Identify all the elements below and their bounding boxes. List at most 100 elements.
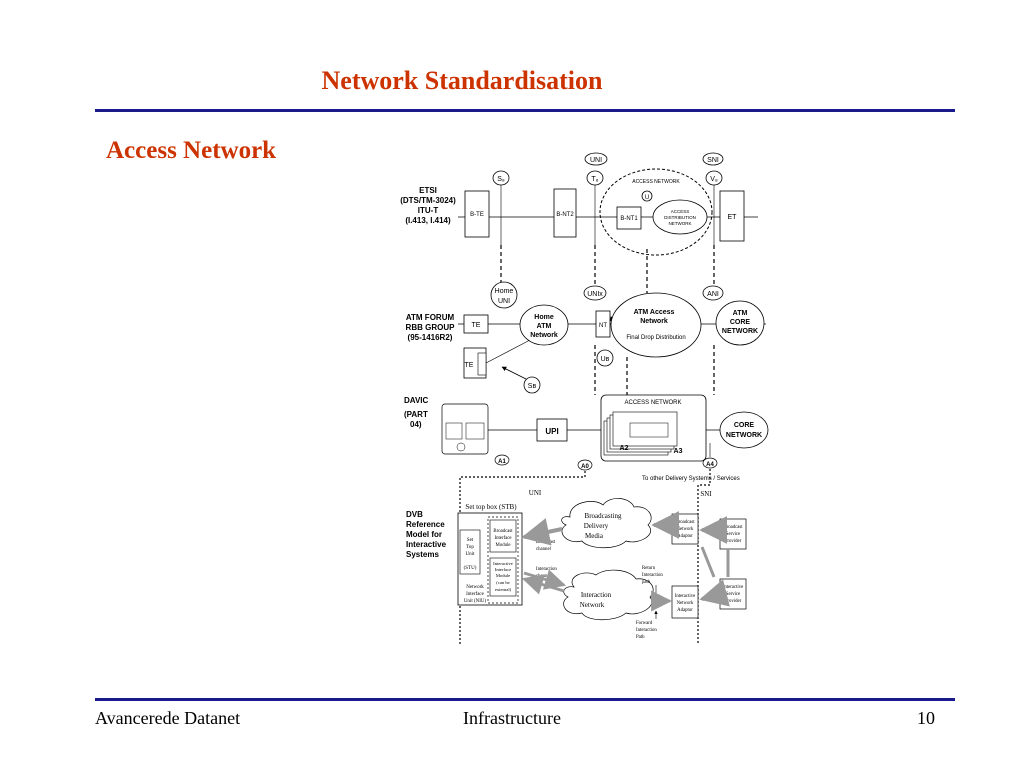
bim-1: Broadcast xyxy=(493,529,513,534)
footer-course-name: Avancerede Datanet xyxy=(95,708,241,728)
et-label: ET xyxy=(728,214,738,221)
stu-2: Top xyxy=(466,545,474,550)
atm-core-network-oval xyxy=(715,300,765,346)
uni-top-label: UNI xyxy=(590,157,602,164)
davic-core-1: CORE xyxy=(734,422,755,429)
upi-label: UPI xyxy=(545,427,558,436)
broadcasting-media-cloud xyxy=(561,498,652,549)
to-other-label: To other Delivery Systems / Services xyxy=(642,476,740,482)
bna-2: Network xyxy=(677,527,694,532)
iim-2: Interface xyxy=(495,567,511,572)
isp-1: Interactive xyxy=(723,585,744,590)
davic-stu-inner-2 xyxy=(465,422,485,440)
forward-path-3: Path xyxy=(636,635,645,640)
dvb-label-3: Model for xyxy=(406,530,442,539)
sb-arrow xyxy=(501,366,527,380)
b-nt2-label: B-NT2 xyxy=(556,212,574,218)
bim-2: Interface xyxy=(494,536,511,541)
home-uni-2: UNI xyxy=(498,298,510,305)
dvb-label-1: DVB xyxy=(406,510,423,519)
etsi-section: UNI SNI ETSI (DTS/TM-3024) ITU-T (I.413,… xyxy=(400,152,758,256)
u-oval xyxy=(641,190,653,202)
atm-core-2: CORE xyxy=(730,319,751,326)
bna-1: Broadcast xyxy=(675,520,695,525)
atm-core-1: ATM xyxy=(733,310,748,317)
upi-box xyxy=(536,418,568,442)
bim-3: Module xyxy=(496,543,511,548)
nt-box xyxy=(595,310,611,338)
home-atm-network-oval xyxy=(519,304,569,346)
davic-label-3: 04) xyxy=(410,420,422,429)
home-atm-1: Home xyxy=(534,314,554,321)
interface-dashed-lines-2 xyxy=(594,345,715,395)
return-path-3: path xyxy=(642,580,651,585)
uni-dotted-connector xyxy=(459,471,586,645)
unix-oval xyxy=(583,285,607,301)
isp-3: Provider xyxy=(725,599,742,604)
dvb-label-4: Interactive xyxy=(406,540,447,549)
stb-interaction-arrow-2 xyxy=(521,574,565,595)
ani-label: ANI xyxy=(707,291,719,298)
bottom-rule xyxy=(95,698,955,701)
a4-label: A4 xyxy=(706,462,714,468)
b-nt2-box xyxy=(553,188,577,238)
home-atm-3: Network xyxy=(530,332,558,339)
forward-path-2: Interaction xyxy=(636,628,657,633)
iim-5: external) xyxy=(495,587,512,592)
a1-oval xyxy=(494,454,510,466)
dvb-section: DVB Reference Model for Interactive Syst… xyxy=(406,489,747,640)
return-path-2: Interaction xyxy=(642,573,663,578)
unix-label: UNIx xyxy=(587,291,603,298)
broadcast-channel-2: channel xyxy=(536,547,552,552)
niu-dashed-box xyxy=(487,516,519,604)
etsi-label-3: ITU-T xyxy=(418,206,439,215)
broadcast-channel-1: Broadcast xyxy=(536,540,556,545)
davic-stu-box xyxy=(441,403,489,455)
forward-path-1: Forward xyxy=(636,621,653,626)
ina-2: Network xyxy=(677,601,694,606)
niu-1: Network xyxy=(466,585,484,590)
te2-link xyxy=(485,339,531,364)
a3-label: A3 xyxy=(674,448,683,455)
diagram-svg: UNI SNI ETSI (DTS/TM-3024) ITU-T (I.413,… xyxy=(400,152,769,645)
media-to-stb-arrow xyxy=(521,518,563,546)
interactive-interface-module-box xyxy=(489,557,517,597)
te-small-box xyxy=(477,352,487,376)
tb-label: T₈ xyxy=(591,176,598,183)
top-rule xyxy=(95,109,955,112)
davic-distribution-box xyxy=(629,422,669,438)
uni-oval xyxy=(584,152,608,166)
b-nt1-box xyxy=(616,206,642,230)
broadcast-interface-module-box xyxy=(489,519,517,553)
atm-forum-label-2: RBB GROUP xyxy=(406,323,456,332)
davic-label-1: DAVIC xyxy=(404,396,429,405)
sb-atm-label: Sʙ xyxy=(528,383,537,390)
dvb-uni-label: UNI xyxy=(529,489,542,497)
final-drop-label: Final Drop Distribution xyxy=(626,335,685,341)
bdm-1: Broadcasting xyxy=(585,512,622,520)
b-nt1-label: B-NT1 xyxy=(620,216,638,222)
access-network-dashed-oval xyxy=(599,168,713,256)
stb-label: Set top box (STB) xyxy=(465,503,517,511)
sni-oval xyxy=(702,152,724,166)
iim-4: (can be xyxy=(496,580,509,585)
u-label: U xyxy=(645,195,649,201)
atm-access-2: Network xyxy=(640,318,668,325)
davic-access-network-label: ACCESS NETWORK xyxy=(624,400,681,406)
etsi-label-1: ETSI xyxy=(419,186,437,195)
vb-label: V₈ xyxy=(710,176,718,183)
access-distribution-2: DISTRIBUTION xyxy=(664,215,696,220)
ina-3: Adaptor xyxy=(677,608,693,613)
niu-3: Unit (NIU) xyxy=(464,599,487,604)
atm-core-3: NETWORK xyxy=(722,328,758,335)
in-2: Network xyxy=(580,601,605,609)
te-label-2: TE xyxy=(465,362,474,369)
slide-title: Network Standardisation xyxy=(321,66,603,95)
access-distribution-network-oval xyxy=(652,199,708,235)
b-te-box xyxy=(464,190,490,238)
davic-core-2: NETWORK xyxy=(726,432,762,439)
atm-forum-label-3: (95-1416R2) xyxy=(408,333,453,342)
bsp-3: Provider xyxy=(725,539,742,544)
home-atm-2: ATM xyxy=(537,323,552,330)
bdm-2: Delivery xyxy=(584,522,609,530)
